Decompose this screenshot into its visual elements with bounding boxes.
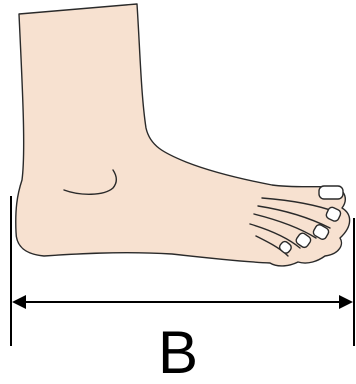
foot-illustration [16, 4, 350, 266]
measurement-label: B [158, 319, 198, 384]
left-arrowhead [12, 295, 26, 309]
foot-body [16, 4, 350, 266]
right-arrowhead [339, 295, 353, 309]
toenail-big-toe [319, 186, 343, 199]
